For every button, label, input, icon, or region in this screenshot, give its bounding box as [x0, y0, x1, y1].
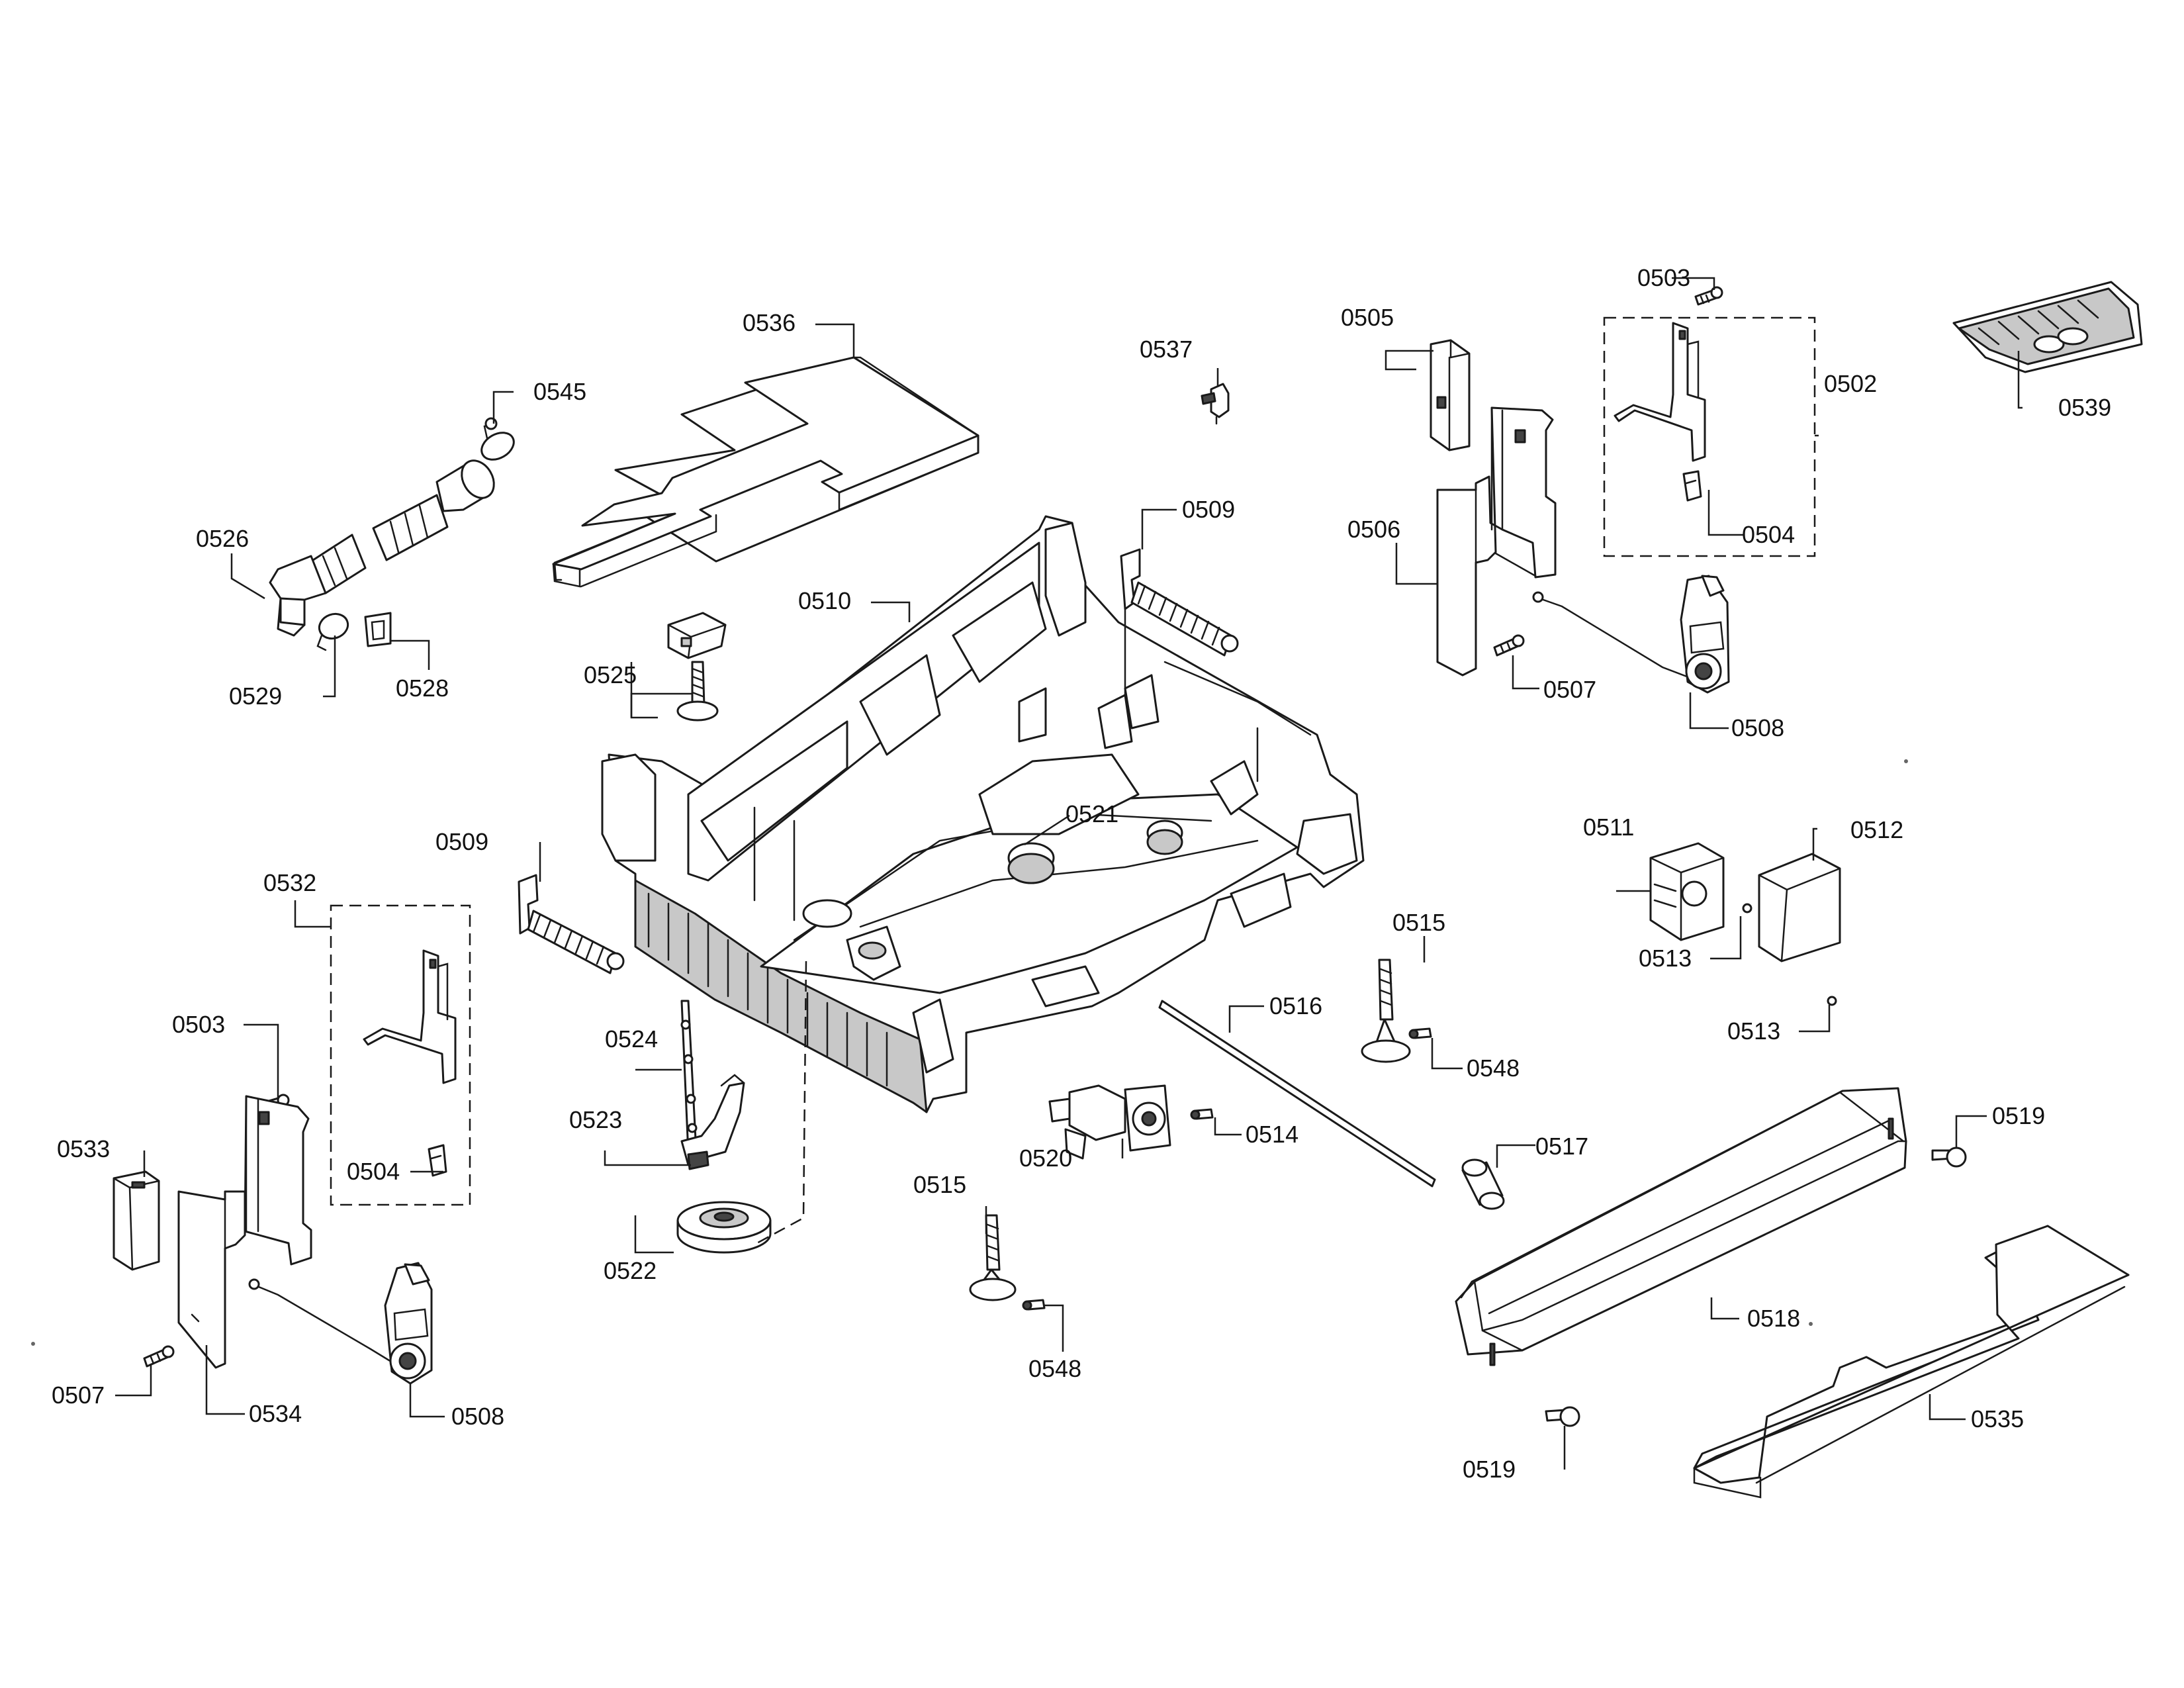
callout-0513: 0513 [1639, 945, 1692, 972]
part-0532-assembly [330, 904, 471, 1206]
callout-0514: 0514 [1246, 1121, 1298, 1148]
callout-0537: 0537 [1140, 336, 1193, 363]
part-0514-screw [1190, 1108, 1214, 1120]
callout-0535: 0535 [1971, 1405, 2024, 1432]
callout-0504: 0504 [1742, 521, 1795, 548]
part-0537-clip [1201, 383, 1230, 425]
callout-0532: 0532 [263, 869, 316, 896]
callout-0507: 0507 [1543, 676, 1596, 703]
callout-0515: 0515 [913, 1171, 966, 1198]
callout-0534: 0534 [249, 1400, 302, 1427]
callout-0515: 0515 [1392, 909, 1445, 936]
callout-0510: 0510 [798, 587, 851, 614]
callout-0505: 0505 [1341, 304, 1394, 331]
part-0517-knob [1461, 1158, 1505, 1210]
part-0539-parts-bag [1952, 281, 2143, 373]
part-0511-cover [1649, 842, 1725, 941]
part-0525-screw [676, 661, 719, 722]
part-0522-float [676, 1201, 772, 1254]
callout-0506: 0506 [1347, 516, 1400, 543]
part-0515-leveling-screw-bottom [969, 1214, 1017, 1301]
callout-0524: 0524 [605, 1025, 658, 1053]
part-0518-front-panel [1455, 1087, 1907, 1366]
part-0507-screw-left [143, 1345, 175, 1368]
part-0503-screw-top [1694, 286, 1723, 306]
part-0509-spring-upper [1120, 548, 1239, 657]
callout-0539: 0539 [2058, 394, 2111, 421]
part-0524-rod [680, 1000, 698, 1154]
callout-0503: 0503 [172, 1011, 225, 1038]
callout-0536: 0536 [743, 309, 796, 336]
callout-0508: 0508 [1731, 714, 1784, 741]
part-0523-float-arm [680, 1074, 745, 1170]
callout-0525: 0525 [584, 661, 637, 688]
part-0507-screw-upper [1493, 634, 1525, 657]
part-0515-leveling-screw-right [1361, 959, 1411, 1063]
callout-0509: 0509 [1182, 496, 1235, 523]
part-0506-bracket [1436, 406, 1557, 677]
part-0519-screw-right [1931, 1147, 1967, 1168]
part-0512-cover [1758, 853, 1841, 962]
part-0510-base-frame [601, 515, 1365, 1113]
callout-0517: 0517 [1535, 1133, 1588, 1160]
part-0534-bracket [177, 1095, 312, 1369]
callout-0521: 0521 [1066, 800, 1118, 827]
callout-0516: 0516 [1269, 992, 1322, 1019]
part-0525-block [667, 612, 727, 659]
part-0535-kick-plate [1693, 1225, 2130, 1499]
callout-0523: 0523 [569, 1106, 622, 1133]
callout-0519: 0519 [1992, 1102, 2045, 1129]
part-0502-assembly [1603, 316, 1816, 557]
float-position-leader [754, 961, 807, 1246]
callout-0545: 0545 [533, 378, 586, 405]
part-0520-valve [1048, 1084, 1171, 1160]
callout-0548: 0548 [1467, 1055, 1520, 1082]
part-0533-cover [113, 1170, 160, 1271]
part-0508-sensor-upper [1532, 575, 1730, 694]
part-0526-drain-hose [269, 459, 495, 637]
callout-0509: 0509 [435, 828, 488, 855]
callout-0502: 0502 [1824, 370, 1877, 397]
part-0516-rod [1158, 1000, 1436, 1188]
part-0521-internal-cap [1024, 814, 1070, 846]
part-0508-sensor-left [248, 1262, 433, 1385]
leader-lines [115, 277, 2023, 1470]
callout-0504: 0504 [347, 1158, 400, 1185]
part-0509-spring-lower [518, 874, 625, 974]
callout-0533: 0533 [57, 1135, 110, 1162]
callout-0528: 0528 [396, 675, 449, 702]
callout-0548: 0548 [1028, 1355, 1081, 1382]
callout-labels: 0503 0505 0502 0539 0536 0537 0545 0509 … [52, 264, 2111, 1483]
part-0505-bracket [1430, 339, 1471, 451]
callout-0512: 0512 [1850, 816, 1903, 843]
callout-0511: 0511 [1583, 814, 1634, 841]
part-0529-clamp [316, 612, 349, 651]
callout-0529: 0529 [229, 682, 282, 710]
callout-0513: 0513 [1727, 1017, 1780, 1045]
part-0548-screw-right [1408, 1027, 1432, 1039]
callout-0520: 0520 [1019, 1145, 1072, 1172]
callout-0526: 0526 [196, 525, 249, 552]
callout-0507: 0507 [52, 1382, 105, 1409]
part-0545-hose-clamp [480, 417, 515, 461]
part-0519-screw-bottom [1545, 1406, 1580, 1427]
callout-0522: 0522 [604, 1257, 657, 1284]
part-0536-cover-plate [552, 356, 979, 588]
callout-0508: 0508 [451, 1403, 504, 1430]
callout-0518: 0518 [1747, 1305, 1800, 1332]
part-0528-hose-holder [364, 612, 392, 647]
callout-0503: 0503 [1637, 264, 1690, 291]
part-0548-screw-bottom [1022, 1299, 1046, 1311]
part-0513-screws [1742, 903, 1837, 1006]
callout-0519: 0519 [1463, 1456, 1516, 1483]
